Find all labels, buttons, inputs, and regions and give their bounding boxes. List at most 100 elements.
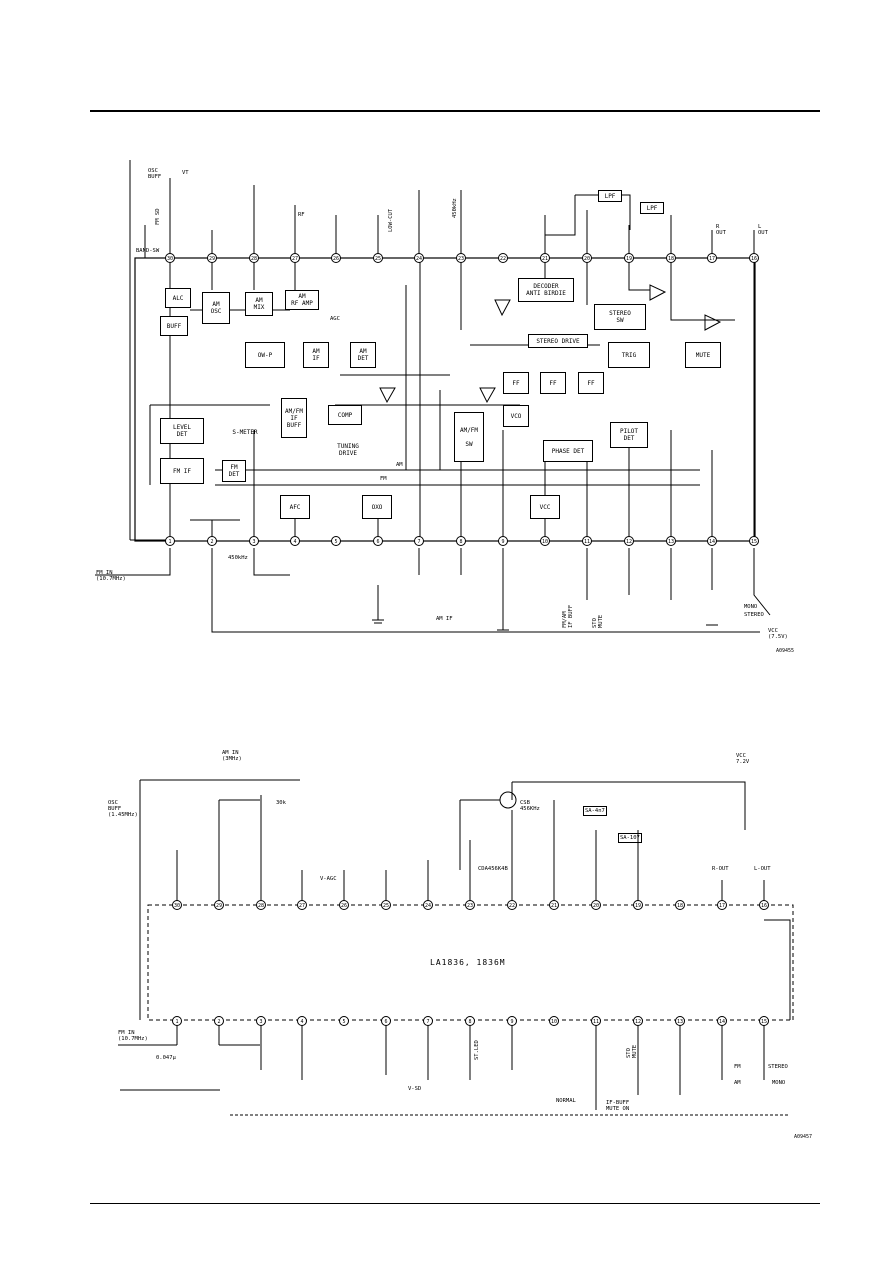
bottom-pin-14: 14 bbox=[717, 1016, 727, 1026]
block-phase-det: PHASE DET bbox=[543, 440, 593, 462]
label-vcc-supply: VCC (7.5V) bbox=[768, 628, 788, 640]
top-pin-13: 13 bbox=[666, 536, 676, 546]
block-fm-det: FM DET bbox=[222, 460, 246, 482]
block-fm-if: FM IF bbox=[160, 458, 204, 484]
block-buff: BUFF bbox=[160, 316, 188, 336]
top-pin-16: 16 bbox=[749, 253, 759, 263]
label-cap-0047: 0.047μ bbox=[156, 1055, 176, 1061]
block-lpf-2: LPF bbox=[640, 202, 664, 214]
label-r-out-bottom: R-OUT bbox=[712, 866, 729, 872]
block-afc: AFC bbox=[280, 495, 310, 519]
top-pin-19: 19 bbox=[624, 253, 634, 263]
label-sa-107: SA-107 bbox=[618, 833, 642, 843]
label-am-switch: AM bbox=[396, 462, 403, 468]
top-pin-20: 20 bbox=[582, 253, 592, 263]
top-pin-8: 8 bbox=[456, 536, 466, 546]
label-rf: RF bbox=[298, 212, 305, 218]
label-cda456: CDA456K4B bbox=[478, 866, 508, 872]
top-pin-2: 2 bbox=[207, 536, 217, 546]
label-normal: NORMAL bbox=[556, 1098, 576, 1104]
top-pin-7: 7 bbox=[414, 536, 424, 546]
bottom-pin-22: 22 bbox=[507, 900, 517, 910]
bottom-pin-25: 25 bbox=[381, 900, 391, 910]
label-v-sd: V-SD bbox=[408, 1086, 422, 1092]
block-s-meter: S-METER bbox=[232, 428, 258, 436]
block-alc: ALC bbox=[165, 288, 191, 308]
label-r-out: R OUT bbox=[716, 224, 726, 236]
top-pin-18: 18 bbox=[666, 253, 676, 263]
label-fm-switch: FM bbox=[380, 476, 387, 482]
label-mono-bottom: MONO bbox=[772, 1080, 786, 1086]
block-ff-1: FF bbox=[503, 372, 529, 394]
top-pin-23: 23 bbox=[456, 253, 466, 263]
block-am-rf-amp: AM RF AMP bbox=[285, 290, 319, 310]
bottom-pin-9: 9 bbox=[507, 1016, 517, 1026]
label-osc-buff-bottom: OSC BUFF (1.45MHz) bbox=[108, 800, 138, 818]
bottom-pin-15: 15 bbox=[759, 1016, 769, 1026]
label-osc-buff: OSC BUFF bbox=[148, 168, 162, 180]
label-sa-4n7: SA-4n7 bbox=[583, 806, 607, 816]
top-pin-25: 25 bbox=[373, 253, 383, 263]
label-v-agc: V-AGC bbox=[320, 876, 337, 882]
block-stereo-drive: STEREO DRIVE bbox=[528, 334, 588, 348]
block-am-osc: AM OSC bbox=[202, 292, 230, 324]
bottom-pin-8: 8 bbox=[465, 1016, 475, 1026]
block-ff-3: FF bbox=[578, 372, 604, 394]
ic-part-number: LA1836, 1836M bbox=[430, 958, 506, 967]
bottom-pin-10: 10 bbox=[549, 1016, 559, 1026]
top-pin-14: 14 bbox=[707, 536, 717, 546]
block-vco: VCO bbox=[503, 405, 529, 427]
top-pin-12: 12 bbox=[624, 536, 634, 546]
bottom-pin-4: 4 bbox=[297, 1016, 307, 1026]
top-pin-30: 30 bbox=[165, 253, 175, 263]
label-band-sw: BAND-SW bbox=[136, 248, 160, 254]
footer-rule bbox=[90, 1203, 820, 1204]
label-vcc-72: VCC 7.2V bbox=[736, 753, 750, 765]
label-450khz-filter: 450kHz bbox=[228, 555, 248, 561]
top-pin-6: 6 bbox=[373, 536, 383, 546]
bottom-pin-30: 30 bbox=[172, 900, 182, 910]
label-vt: VT bbox=[182, 170, 189, 176]
top-pin-27: 27 bbox=[290, 253, 300, 263]
bottom-pin-13: 13 bbox=[675, 1016, 685, 1026]
block-oxo: OXO bbox=[362, 495, 392, 519]
bottom-pin-29: 29 bbox=[214, 900, 224, 910]
bottom-pin-2: 2 bbox=[214, 1016, 224, 1026]
block-trig: TRIG bbox=[608, 342, 650, 368]
block-lpf-1: LPF bbox=[598, 190, 622, 202]
label-l-out-bottom: L-OUT bbox=[754, 866, 771, 872]
block-mute: MUTE bbox=[685, 342, 721, 368]
label-am-if-in: AM IF bbox=[436, 616, 453, 622]
top-pin-4: 4 bbox=[290, 536, 300, 546]
bottom-pin-26: 26 bbox=[339, 900, 349, 910]
top-pin-22: 22 bbox=[498, 253, 508, 263]
bottom-pin-19: 19 bbox=[633, 900, 643, 910]
bottom-pin-24: 24 bbox=[423, 900, 433, 910]
label-sto-mute-bottom: STO MUTE bbox=[626, 1044, 638, 1058]
label-fm-in: FM IN (10.7MHz) bbox=[96, 570, 126, 582]
header-rule bbox=[90, 110, 820, 112]
label-am-bottom: AM bbox=[734, 1080, 741, 1086]
top-pin-29: 29 bbox=[207, 253, 217, 263]
bottom-pin-16: 16 bbox=[759, 900, 769, 910]
top-pin-10: 10 bbox=[540, 536, 550, 546]
block-ow-p: OW-P bbox=[245, 342, 285, 368]
bottom-pin-17: 17 bbox=[717, 900, 727, 910]
top-pin-5: 5 bbox=[331, 536, 341, 546]
bottom-pin-28: 28 bbox=[256, 900, 266, 910]
block-comp: COMP bbox=[328, 405, 362, 425]
top-pin-3: 3 bbox=[249, 536, 259, 546]
label-fm-bottom: FM bbox=[734, 1064, 741, 1070]
block-am-mix: AM MIX bbox=[245, 292, 273, 316]
bottom-pin-18: 18 bbox=[675, 900, 685, 910]
top-pin-26: 26 bbox=[331, 253, 341, 263]
label-stereo: STEREO bbox=[744, 612, 764, 618]
top-pin-17: 17 bbox=[707, 253, 717, 263]
top-pin-11: 11 bbox=[582, 536, 592, 546]
block-am-if: AM IF bbox=[303, 342, 329, 368]
bottom-pin-27: 27 bbox=[297, 900, 307, 910]
label-mono: MONO bbox=[744, 604, 758, 610]
bottom-pin-20: 20 bbox=[591, 900, 601, 910]
